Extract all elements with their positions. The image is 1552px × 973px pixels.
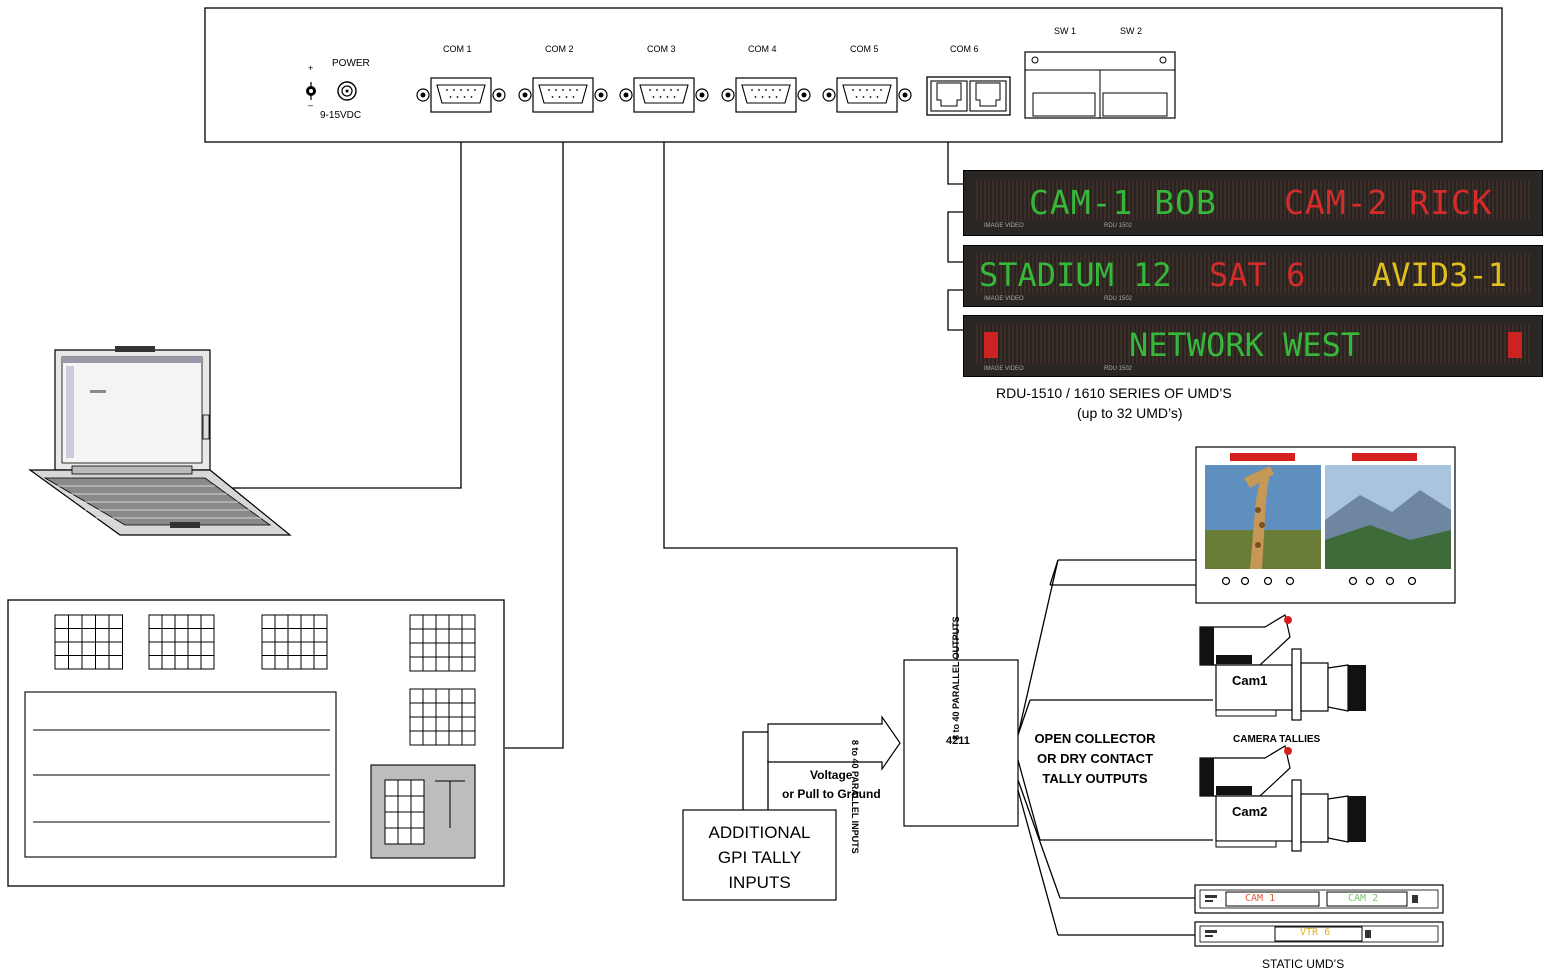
keypad-icon xyxy=(384,779,425,845)
monitor-buttons xyxy=(1221,576,1417,586)
outputs-line1: OPEN COLLECTOR xyxy=(1034,731,1156,746)
sw1-label: SW 1 xyxy=(1054,26,1077,36)
com1-to-laptop-wire xyxy=(205,110,462,489)
gpi-line1: ADDITIONAL xyxy=(708,823,811,842)
com3-label: COM 3 xyxy=(647,44,676,54)
cam2-label: Cam2 xyxy=(1232,804,1268,819)
power-connector-icon xyxy=(337,81,357,101)
button-grid xyxy=(54,614,123,670)
static-umd-rack-1 xyxy=(1194,884,1444,914)
connection-wires xyxy=(205,110,1213,936)
tally-lamp-left xyxy=(1230,453,1295,461)
umd-brand: IMAGE VIDEO xyxy=(984,296,1024,302)
laptop-icon xyxy=(28,346,292,536)
switch-block xyxy=(1024,51,1176,119)
gpi-line3: INPUTS xyxy=(728,873,791,892)
giraffe-image xyxy=(1205,465,1321,569)
com6-rj-jacks xyxy=(926,76,1011,116)
plus-sign: + xyxy=(308,63,314,73)
control-panel xyxy=(7,599,505,887)
umd-brand: IMAGE VIDEO xyxy=(984,366,1024,372)
com1-label: COM 1 xyxy=(443,44,472,54)
button-grids xyxy=(54,614,476,746)
interface-4211 xyxy=(682,659,1019,901)
com3-to-4211-wire xyxy=(663,110,958,660)
umd-2-text-b: SAT 6 xyxy=(1209,256,1306,294)
tally-outputs-text: OPEN COLLECTOR OR DRY CONTACT TALLY OUTP… xyxy=(1030,729,1160,789)
voltage-label: 9-15VDC xyxy=(320,110,362,121)
db9-port-icon xyxy=(518,77,608,113)
umd-model: RDU 1502 xyxy=(1104,296,1133,302)
camera-tallies-caption: CAMERA TALLIES xyxy=(1233,734,1321,745)
umd-2-text-a: STADIUM 12 xyxy=(979,256,1172,294)
umd-model: RDU 1502 xyxy=(1104,223,1133,229)
umd-brand: IMAGE VIDEO xyxy=(984,223,1024,229)
umd-3-tally-left xyxy=(984,332,998,358)
com6-label: COM 6 xyxy=(950,44,979,54)
button-grid xyxy=(409,688,476,746)
umd-daisychain-wire-1 xyxy=(947,211,963,263)
umd-3-tally-right xyxy=(1508,332,1522,358)
umd-caption-line2: (up to 32 UMD’s) xyxy=(1077,405,1183,421)
umd-3-text: NETWORK WEST xyxy=(1129,326,1361,364)
com5-label: COM 5 xyxy=(850,44,879,54)
com4-label: COM 4 xyxy=(748,44,777,54)
power-jack-icon xyxy=(306,82,316,100)
tally-lamp-right xyxy=(1352,453,1417,461)
static-umd-cam1: CAM 1 xyxy=(1245,893,1276,904)
static-umd-vtr6: VTR 6 xyxy=(1300,927,1331,938)
umd-display-3: NETWORK WEST IMAGE VIDEO RDU 1502 xyxy=(963,315,1543,377)
outputs-line2: OR DRY CONTACT xyxy=(1036,751,1154,766)
umd-1-text-b: CAM-2 RICK xyxy=(1284,183,1493,222)
umd-display-2: STADIUM 12 SAT 6 AVID3-1 IMAGE VIDEO RDU… xyxy=(963,245,1543,307)
umd-1-text-a: CAM-1 BOB xyxy=(1029,183,1217,222)
com2-to-panel-wire xyxy=(505,110,564,749)
outputs-line3: TALLY OUTPUTS xyxy=(1042,771,1148,786)
button-grid xyxy=(148,614,215,670)
mountain-image xyxy=(1325,465,1451,569)
gpi-inputs-box xyxy=(682,809,837,901)
parallel-outputs-label: 8 to 40 PARALLEL OUTPUTS xyxy=(951,616,962,740)
static-umd-rack-2 xyxy=(1194,921,1444,947)
umd-caption-line1: RDU-1510 / 1610 SERIES OF UMD’S xyxy=(996,385,1232,401)
camera-2-icon xyxy=(1199,745,1366,852)
power-label: POWER xyxy=(332,58,370,69)
umd-2-text-c: AVID3-1 xyxy=(1372,256,1507,294)
com2-label: COM 2 xyxy=(545,44,574,54)
rear-panel-frame xyxy=(204,7,1503,143)
static-umd-caption: STATIC UMD’S xyxy=(1262,957,1345,971)
input-arrow xyxy=(767,715,901,771)
interface-4211-label: 4211 xyxy=(946,735,970,747)
sw2-label: SW 2 xyxy=(1120,26,1143,36)
db9-port-icon xyxy=(721,77,811,113)
cam1-label: Cam1 xyxy=(1232,673,1268,688)
umd-model: RDU 1502 xyxy=(1104,366,1133,372)
monitor-wall xyxy=(1195,446,1456,604)
gpi-line2: GPI TALLY xyxy=(717,848,802,867)
umd-daisychain-wire-2 xyxy=(947,289,963,331)
static-umd-cam2: CAM 2 xyxy=(1348,893,1379,904)
tally-output-fan xyxy=(1017,559,1213,936)
rear-panel xyxy=(204,7,1503,143)
button-grid xyxy=(409,614,476,672)
voltage-text-line2: or Pull to Ground xyxy=(782,787,881,801)
camera-1-icon xyxy=(1199,614,1366,721)
db9-port-icon xyxy=(619,77,709,113)
db9-ports xyxy=(416,77,912,113)
db9-port-icon xyxy=(416,77,506,113)
voltage-text-line1: Voltage xyxy=(810,768,853,782)
gpi-inputs-text: ADDITIONAL GPI TALLY INPUTS xyxy=(683,820,836,895)
minus-sign: – xyxy=(308,100,314,110)
umd-display-1: CAM-1 BOB CAM-2 RICK IMAGE VIDEO RDU 150… xyxy=(963,170,1543,236)
db9-port-icon xyxy=(822,77,912,113)
button-grid xyxy=(261,614,328,670)
